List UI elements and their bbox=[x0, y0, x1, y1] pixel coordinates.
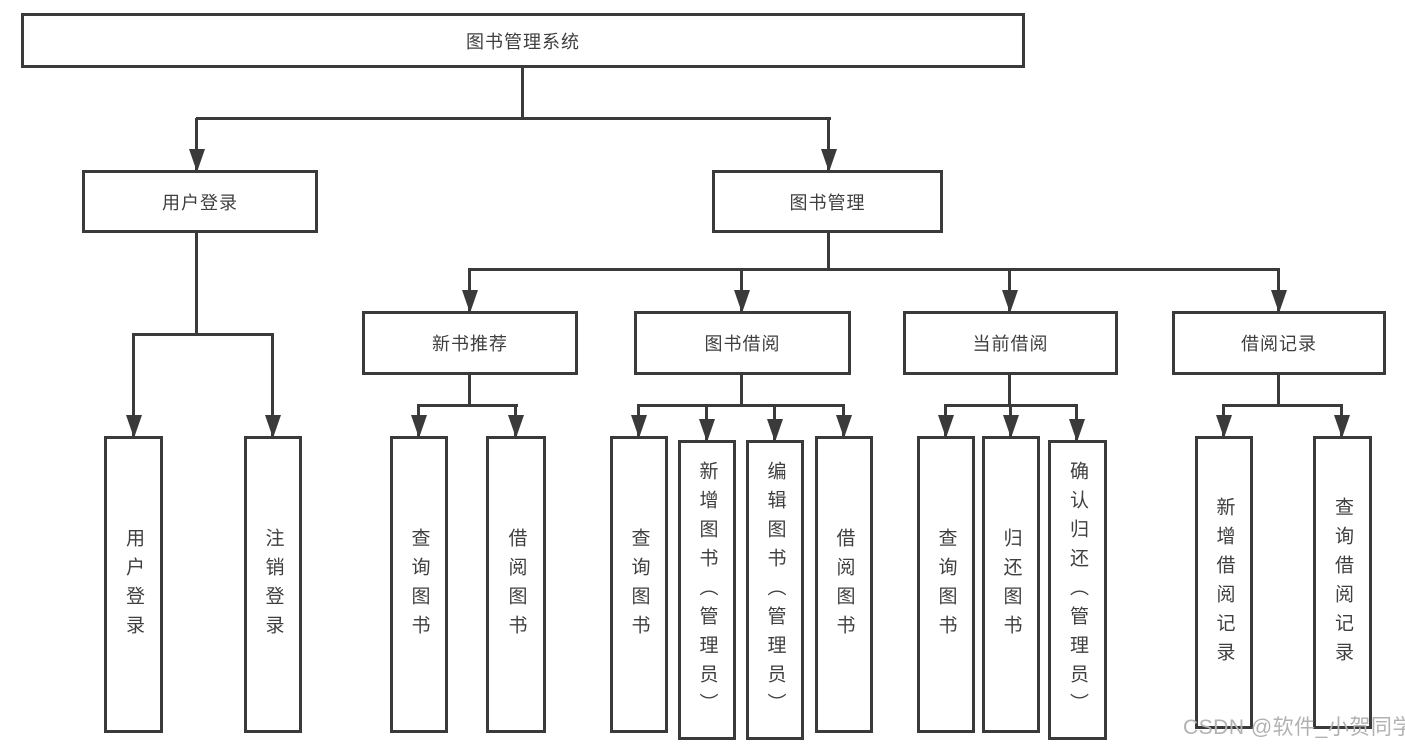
connector-bookborrow-bar bbox=[637, 404, 845, 407]
node-book-management: 图书管理 bbox=[712, 170, 943, 233]
leaf-logout: 注销登录 bbox=[244, 436, 302, 733]
leaf-borrow-edit-book-admin: 编辑图书（管理员） bbox=[746, 440, 804, 740]
connector-userlogin-bar bbox=[132, 333, 274, 336]
arrow-cb-query-icon bbox=[944, 406, 947, 436]
node-new-book-recommend: 新书推荐 bbox=[362, 311, 578, 375]
leaf-borrow-query-book: 查询图书 bbox=[610, 436, 668, 733]
csdn-watermark: CSDN @软件_小贺同学 bbox=[1183, 716, 1405, 739]
arrow-cb-return-icon bbox=[1009, 406, 1012, 436]
leaf-borrow-add-book-admin: 新增图书（管理员） bbox=[678, 440, 736, 740]
connector-newrec-bar bbox=[417, 404, 518, 407]
leaf-current-query-book: 查询图书 bbox=[917, 436, 975, 733]
node-user-login: 用户登录 bbox=[82, 170, 318, 233]
arrow-to-book-management-icon bbox=[827, 118, 830, 170]
connector-records-stem bbox=[1277, 375, 1280, 407]
node-current-borrow: 当前借阅 bbox=[903, 311, 1118, 375]
arrow-to-leaf-user-login-icon bbox=[132, 335, 135, 436]
arrow-to-borrow-records-icon bbox=[1277, 270, 1280, 311]
connector-root-stem bbox=[521, 68, 524, 118]
arrow-bb-add-icon bbox=[705, 406, 708, 440]
leaf-current-confirm-return-admin: 确认归还（管理员） bbox=[1048, 440, 1107, 740]
arrow-newrec-borrow-icon bbox=[514, 406, 517, 436]
leaf-records-add-record: 新增借阅记录 bbox=[1195, 436, 1253, 729]
leaf-newrec-query-book: 查询图书 bbox=[390, 436, 448, 733]
leaf-borrow-borrow-book: 借阅图书 bbox=[815, 436, 873, 733]
arrow-to-book-borrow-icon bbox=[740, 270, 743, 311]
node-book-borrow: 图书借阅 bbox=[634, 311, 851, 375]
connector-bookborrow-stem bbox=[740, 375, 743, 407]
arrow-newrec-query-icon bbox=[417, 406, 420, 436]
arrow-rec-query-icon bbox=[1340, 406, 1343, 436]
connector-current-stem bbox=[1008, 375, 1011, 407]
node-borrow-records: 借阅记录 bbox=[1172, 311, 1386, 375]
leaf-current-return-book: 归还图书 bbox=[982, 436, 1040, 733]
connector-records-bar bbox=[1222, 404, 1343, 407]
arrow-bb-edit-icon bbox=[773, 406, 776, 440]
leaf-user-login: 用户登录 bbox=[104, 436, 163, 733]
arrow-bb-borrow-icon bbox=[842, 406, 845, 436]
connector-root-bar bbox=[196, 117, 831, 120]
arrow-cb-confirm-icon bbox=[1075, 406, 1078, 440]
leaf-newrec-borrow-book: 借阅图书 bbox=[486, 436, 546, 733]
arrow-to-user-login-icon bbox=[195, 118, 198, 170]
arrow-to-new-book-recommend-icon bbox=[468, 270, 471, 311]
arrow-to-leaf-logout-icon bbox=[271, 335, 274, 436]
connector-bookmgmt-stem bbox=[827, 233, 830, 270]
arrow-rec-add-icon bbox=[1222, 406, 1225, 436]
node-root-system: 图书管理系统 bbox=[21, 13, 1025, 68]
connector-newrec-stem bbox=[468, 375, 471, 407]
arrow-to-current-borrow-icon bbox=[1008, 270, 1011, 311]
arrow-bb-query-icon bbox=[637, 406, 640, 436]
leaf-records-query-record: 查询借阅记录 bbox=[1313, 436, 1372, 729]
connector-level2-bar bbox=[468, 268, 1280, 271]
connector-userlogin-stem bbox=[195, 233, 198, 335]
